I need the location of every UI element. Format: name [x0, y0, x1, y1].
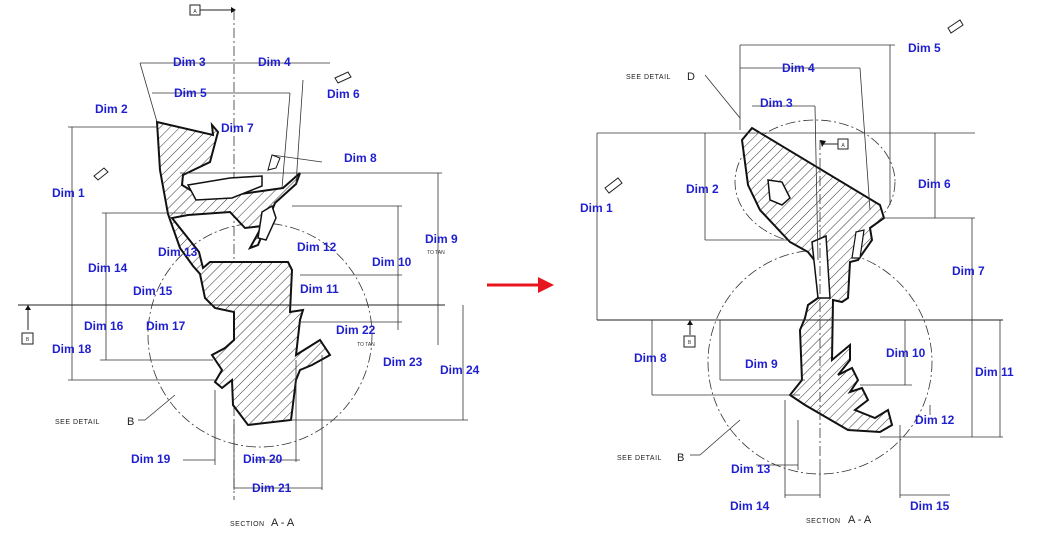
dim-label: Dim 5	[908, 41, 941, 55]
dim-label: Dim 14	[88, 261, 128, 275]
dim-label: Dim 11	[300, 282, 339, 296]
dim-label: Dim 17	[146, 319, 186, 333]
detail-letter: B	[677, 452, 684, 464]
datum-b-label: B	[688, 340, 692, 346]
datum-b-box	[21, 332, 34, 345]
datum-a-label: A	[193, 9, 197, 15]
dim-label: Dim 4	[782, 61, 815, 75]
datum-a-box	[837, 138, 849, 150]
dim-label: Dim 15	[910, 499, 950, 513]
see-detail-note: SEE DETAIL	[55, 419, 100, 426]
dim-label: Dim 12	[915, 413, 955, 427]
dim-label: Dim 19	[131, 452, 171, 466]
pencil-icon	[93, 167, 109, 181]
dim-label: Dim 5	[174, 86, 207, 100]
section-letters: A - A	[271, 517, 295, 529]
dim-label: Dim 8	[344, 151, 377, 165]
dim-label: Dim 16	[84, 319, 124, 333]
pencil-icon	[947, 19, 964, 34]
to-tan-note: TO TAN	[357, 342, 375, 348]
dim-label: Dim 2	[686, 182, 719, 196]
dim-label: Dim 23	[383, 355, 423, 369]
dim-label: Dim 7	[221, 121, 254, 135]
dim-label: Dim 14	[730, 499, 770, 513]
section-word: SECTION	[230, 521, 265, 528]
dim-label: Dim 4	[258, 55, 291, 69]
section-letters: A - A	[848, 514, 872, 526]
dim-label: Dim 18	[52, 342, 92, 356]
dim-label: Dim 9	[745, 357, 778, 371]
right-section-drawing: B A	[580, 19, 1014, 526]
dim-label: Dim 6	[327, 87, 360, 101]
dim-label: Dim 1	[52, 186, 85, 200]
seal-profile	[155, 120, 332, 427]
dim-label: Dim 3	[173, 55, 206, 69]
transform-arrow	[487, 277, 554, 293]
see-detail-note: SEE DETAIL	[626, 74, 671, 81]
datum-a-label: A	[841, 143, 845, 149]
dim-label: Dim 10	[372, 255, 412, 269]
detail-letter: B	[127, 416, 134, 428]
datum-b-box	[683, 335, 696, 348]
dim-label: Dim 10	[886, 346, 926, 360]
to-tan-note: TO TAN	[427, 250, 445, 256]
dim-label: Dim 6	[918, 177, 951, 191]
datum-b-label: B	[26, 337, 30, 343]
dim-label: Dim 9	[425, 232, 458, 246]
dim-label: Dim 13	[158, 245, 198, 259]
dim-label: Dim 12	[297, 240, 337, 254]
pencil-icon	[334, 71, 352, 84]
pencil-icon	[604, 177, 623, 194]
dim-label: Dim 20	[243, 452, 283, 466]
detail-letter: D	[687, 71, 695, 83]
dim-label: Dim 3	[760, 96, 793, 110]
dim-label: Dim 21	[252, 481, 292, 495]
dim-label: Dim 15	[133, 284, 173, 298]
dim-label: Dim 13	[731, 462, 771, 476]
dim-label: Dim 11	[975, 365, 1014, 379]
dim-label: Dim 24	[440, 363, 480, 377]
see-detail-note: SEE DETAIL	[617, 455, 662, 462]
dim-label: Dim 7	[952, 264, 985, 278]
left-section-drawing: A B	[18, 4, 480, 529]
dim-label: Dim 8	[634, 351, 667, 365]
dim-label: Dim 2	[95, 102, 128, 116]
dim-label: Dim 22	[336, 323, 376, 337]
dim-label: Dim 1	[580, 201, 613, 215]
section-word: SECTION	[806, 518, 841, 525]
